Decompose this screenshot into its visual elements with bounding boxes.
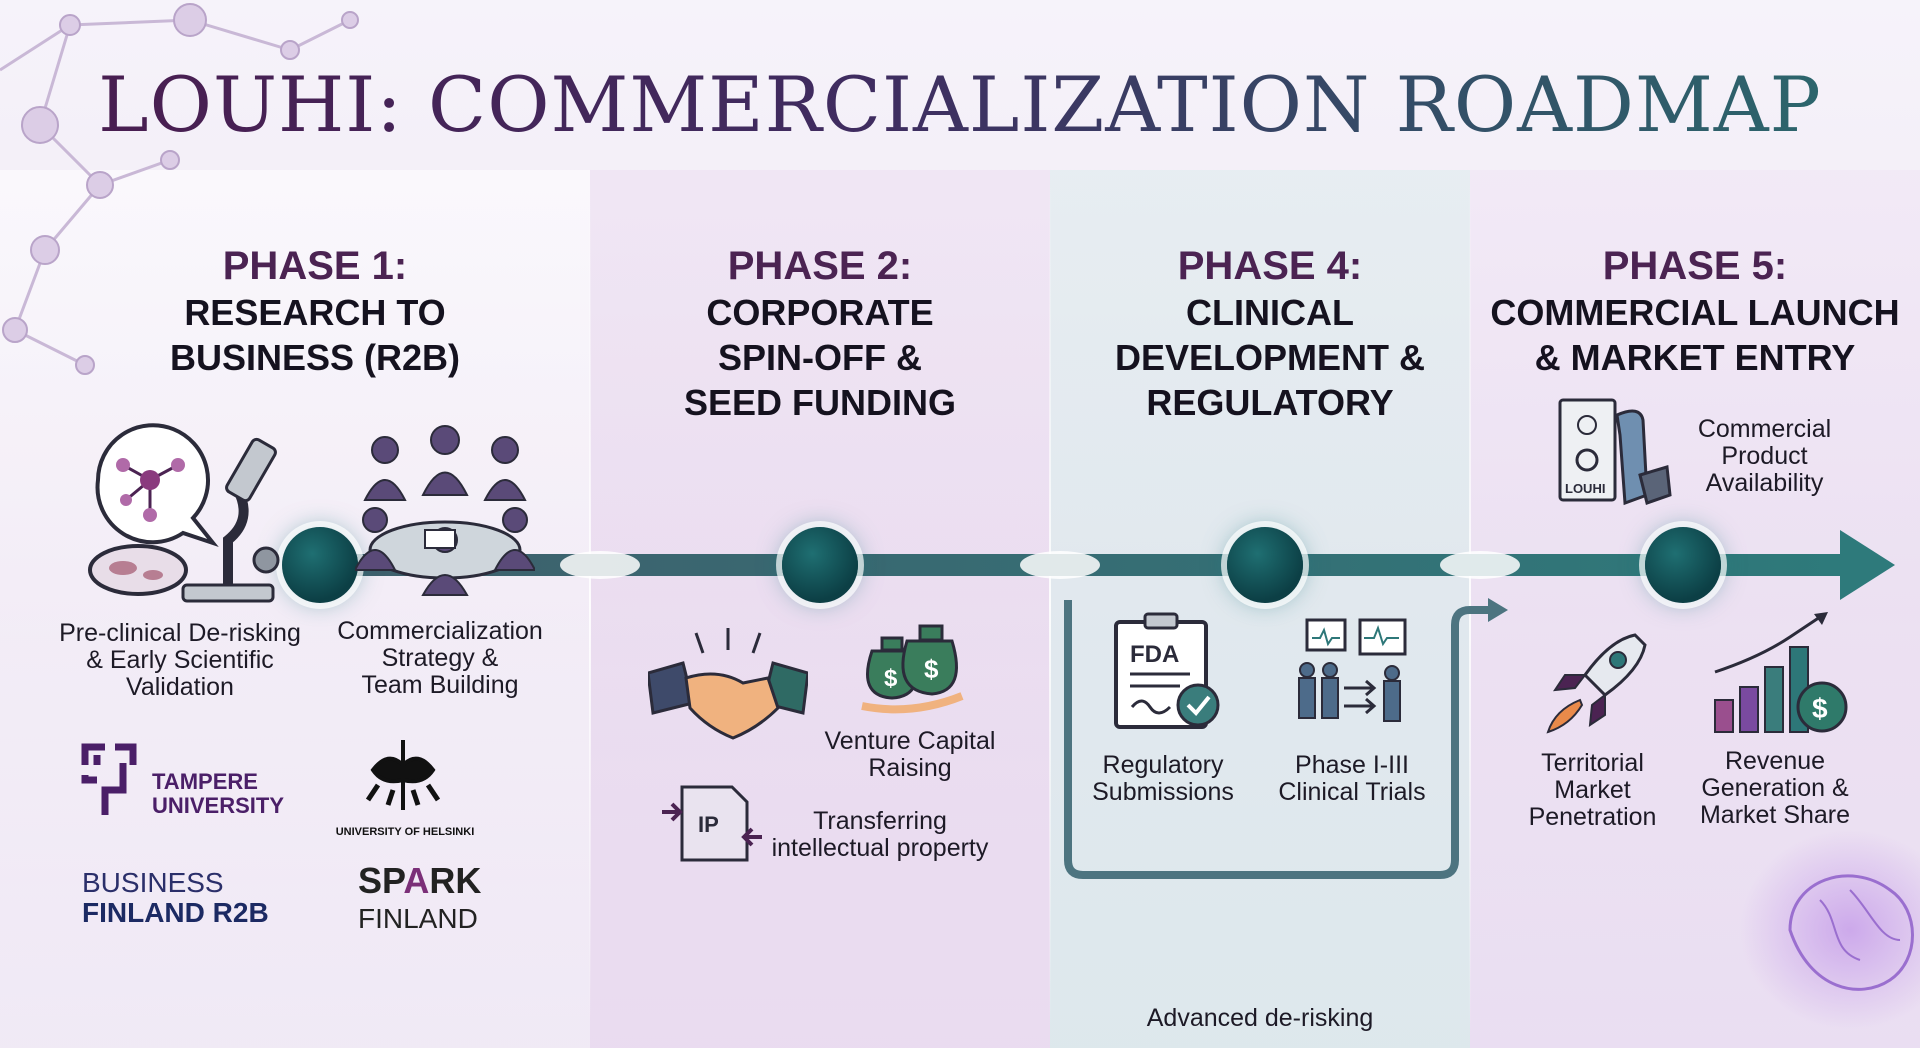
louhi-badge: LOUHI [1565,481,1605,496]
phase-2-panel [590,170,1050,1048]
university-of-helsinki-logo-text: UNIVERSITY OF HELSINKI [335,826,475,838]
dollar-glyph: $ [1812,693,1828,724]
ip-transfer-icon: IP [662,785,762,862]
dollar-glyph: $ [924,654,939,684]
phase-4-panel [1050,170,1470,1048]
phase-4-node [1227,527,1303,603]
label-line: Product [1721,442,1808,470]
phase-1-node [282,527,358,603]
label-line: Market Share [1699,801,1851,829]
label-line: Submissions [1092,778,1234,806]
advanced-derisking-note: Advanced de-risking [1146,1004,1374,1032]
label-line: Availability [1705,469,1824,497]
handshake-icon [648,628,808,740]
divider [1469,175,1471,1035]
phase-name-line: CORPORATE [706,292,934,333]
phase-4-item-regulatory-label: Regulatory Submissions [1078,752,1248,806]
phase-5-item-product-label: Commercial Product Availability [1672,416,1857,497]
label-line: Phase I-III [1295,751,1409,779]
label-line: Market [1554,776,1631,804]
phase-1-header: PHASE 1: RESEARCH TO BUSINESS (R2B) [60,242,570,380]
phase-number: PHASE 1: [222,244,408,288]
logo-line: FINLAND R2B [82,897,269,928]
phase-number: PHASE 5: [1602,244,1788,288]
logo-line: TAMPERE [152,769,258,794]
phase-name-line: RESEARCH TO [184,292,446,333]
logo-line: BUSINESS [82,867,224,898]
phase-name-line: COMMERCIAL LAUNCH [1490,292,1900,333]
label-line: Penetration [1528,803,1657,831]
label-line: Commercialization [337,617,543,645]
phase-2-node [782,527,858,603]
phase-5-item-market-label: Territorial Market Penetration [1510,750,1675,831]
phase-name-line: SEED FUNDING [683,382,957,423]
phase-5-header: PHASE 5: COMMERCIAL LAUNCH & MARKET ENTR… [1475,242,1915,380]
label-line: Venture Capital [824,727,996,755]
fda-document-icon: FDA [1114,612,1220,729]
tampere-university-logo-text: TAMPERE UNIVERSITY [152,770,284,818]
logo-accent: A [403,860,430,901]
business-finland-logo: BUSINESS FINLAND R2B [82,868,269,928]
label-line: Regulatory [1102,751,1224,779]
brain-glow-icon [1740,830,1920,1030]
logo-line: UNIVERSITY [152,793,285,818]
microscope-molecule-icon [88,423,280,603]
phase-1-item-1-label: Pre-clinical De-risking & Early Scientif… [40,620,320,701]
label-line: Revenue [1724,747,1826,775]
phase-name-line: REGULATORY [1146,382,1394,423]
label-line: Territorial [1541,749,1644,777]
label-line: Pre-clinical De-risking [59,619,301,647]
phase-1-panel [0,170,590,1048]
team-meeting-icon [355,425,535,596]
logo-line: FINLAND [358,903,478,934]
label-line: Commercial [1697,415,1832,443]
label-line: Strategy & [381,644,499,672]
regulatory-loop-arrow [1064,598,1508,879]
label-line: & Early Scientific [86,646,274,674]
timeline-arrow [290,530,1895,600]
phase-4-item-trials-label: Phase I-III Clinical Trials [1262,752,1442,806]
molecule-network-icon [0,3,359,375]
divider [1049,175,1051,1035]
phase-number: PHASE 2: [727,244,913,288]
phase-name-line: DEVELOPMENT & [1114,337,1426,378]
logo-line: SP [358,860,404,901]
label-line: Validation [126,673,234,701]
label-line: intellectual property [771,834,989,862]
rocket-icon [1546,633,1647,734]
label-line: Generation & [1701,774,1849,802]
university-of-helsinki-logo [365,740,441,810]
phase-number: PHASE 4: [1177,244,1363,288]
divider [589,175,591,1035]
phase-5-node [1645,527,1721,603]
fda-badge: FDA [1130,641,1179,668]
louhi-inhaler-product-icon: LOUHI [1558,398,1672,506]
label-line: Raising [868,754,952,782]
phase-2-item-vc-label: Venture Capital Raising [810,728,1010,782]
phase-2-item-ip-label: Transferring intellectual property [760,808,1000,862]
spark-finland-logo: SPARK FINLAND [358,862,481,938]
phase-1-item-2-label: Commercialization Strategy & Team Buildi… [320,618,560,699]
money-bags-icon: $ $ [861,624,964,714]
revenue-chart-icon: $ [1714,612,1848,733]
tampere-university-logo [81,743,137,815]
ip-glyph: IP [698,812,719,837]
phase-name-line: & MARKET ENTRY [1534,337,1856,378]
phase-4-header: PHASE 4: CLINICAL DEVELOPMENT & REGULATO… [1055,242,1485,425]
phase-name-line: CLINICAL [1186,292,1354,333]
label-line: Team Building [361,671,519,699]
phase-2-header: PHASE 2: CORPORATE SPIN-OFF & SEED FUNDI… [600,242,1040,425]
phase-5-item-revenue-label: Revenue Generation & Market Share [1680,748,1870,829]
label-line: Transferring [813,807,947,835]
page-title: LOUHI: COMMERCIALIZATION ROADMAP [0,60,1920,149]
logo-line: RK [429,860,482,901]
label-line: Clinical Trials [1278,778,1426,806]
clinical-trials-icon [1298,618,1407,722]
phase-name-line: SPIN-OFF & [718,337,922,378]
dollar-glyph: $ [884,665,898,692]
phase-name-line: BUSINESS (R2B) [169,337,461,378]
